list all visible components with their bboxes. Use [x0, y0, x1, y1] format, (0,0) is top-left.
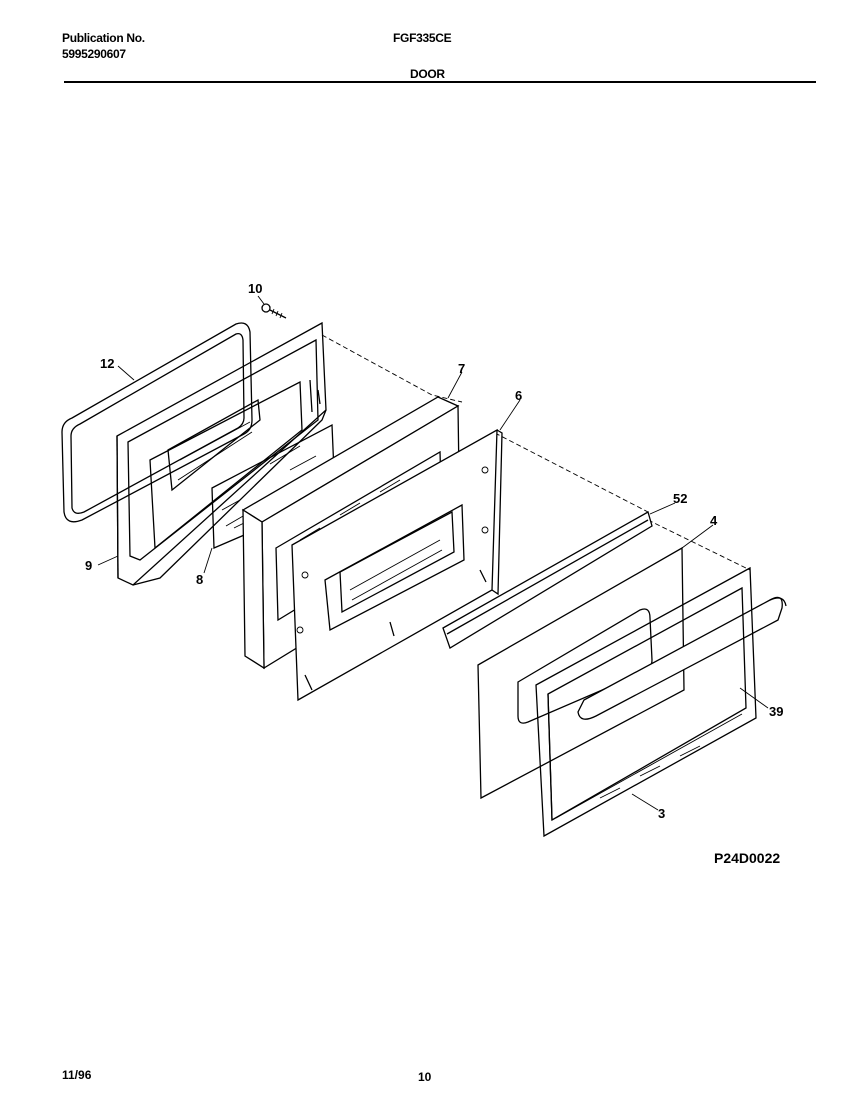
model-number: FGF335CE	[393, 31, 452, 45]
part-label: 12	[100, 356, 114, 371]
part-label: 4	[710, 513, 718, 528]
publication-label: Publication No.	[62, 31, 145, 45]
screw	[261, 303, 287, 319]
part-label: 9	[85, 558, 92, 573]
publication-number: 5995290607	[62, 47, 126, 61]
part-label: 39	[769, 704, 783, 719]
inner-door-panel	[116, 321, 327, 586]
door-gasket	[61, 322, 253, 523]
part-label: 52	[673, 491, 687, 506]
part-label: 10	[248, 281, 262, 296]
door-liner-panel	[291, 428, 503, 702]
part-label: 7	[458, 361, 465, 376]
part-label: 3	[658, 806, 665, 821]
leader-lines	[97, 295, 769, 811]
door-handle	[577, 596, 787, 720]
outer-door-frame	[535, 566, 757, 838]
part-label: 8	[196, 572, 203, 587]
trim-strip	[442, 511, 653, 649]
footer-date: 11/96	[62, 1068, 92, 1082]
header-rule	[64, 81, 816, 83]
alignment-line	[494, 432, 649, 513]
section-title: DOOR	[410, 67, 445, 81]
page-number: 10	[418, 1070, 432, 1084]
diagram-code: P24D0022	[714, 850, 781, 866]
alignment-line	[321, 334, 463, 403]
alignment-line	[647, 519, 751, 571]
part-label: 6	[515, 388, 522, 403]
